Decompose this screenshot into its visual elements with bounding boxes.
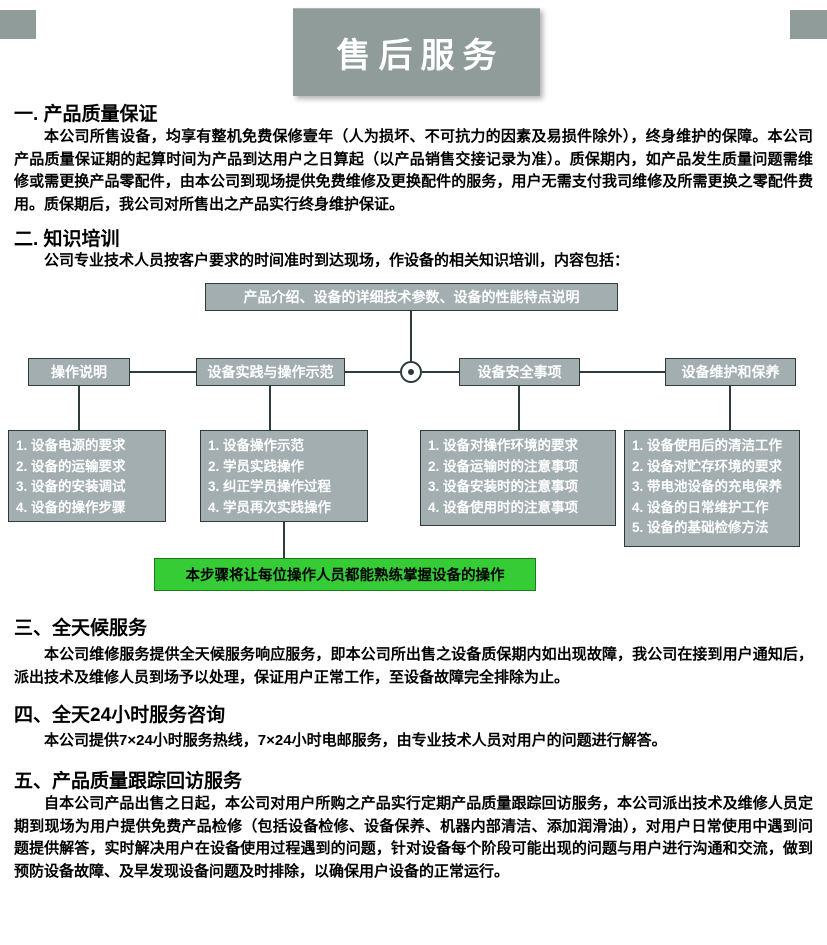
- flow-list-item: 4. 设备的操作步骤: [16, 499, 126, 515]
- training-flowchart: 产品介绍、设备的详细技术参数、设备的性能特点说明 操作说明 设备实践与操作示范 …: [0, 280, 827, 595]
- flow-list-item: 1. 设备对操作环境的要求: [428, 438, 579, 453]
- connector-line: [345, 371, 400, 373]
- flow-list-item: 2. 设备运输时的注意事项: [428, 458, 579, 474]
- connector-line: [130, 371, 196, 373]
- decor-block-right: [790, 10, 827, 39]
- section-1-body: 本公司所售设备，均享有整机免费保修壹年（人为损坏、不可抗力的因素及易损件除外），…: [14, 128, 813, 213]
- junction-node-icon: [400, 361, 422, 383]
- section-3-body: 本公司维修服务提供全天候服务响应服务，即本公司所出售之设备质保期内如出现故障，我…: [14, 646, 813, 686]
- flow-list-item: 1. 设备操作示范: [208, 438, 305, 453]
- page-title: 售后服务: [336, 36, 505, 75]
- connector-line: [410, 311, 412, 361]
- flow-list-item: 4. 设备使用时的注意事项: [428, 499, 579, 515]
- flow-note: 本步骤将让每位操作人员都能熟练掌握设备的操作: [154, 558, 536, 591]
- flow-list-item: 2. 设备的运输要求: [16, 458, 126, 474]
- flow-list: 1. 设备使用后的清洁工作 2. 设备对贮存环境的要求 3. 带电池设备的充电保…: [624, 430, 800, 547]
- flow-list-item: 4. 学员再次实践操作: [208, 499, 332, 515]
- section-1-heading: 一. 产品质量保证: [14, 104, 158, 125]
- flow-list-item: 3. 设备安装时的注意事项: [428, 479, 579, 494]
- flow-list: 1. 设备电源的要求 2. 设备的运输要求 3. 设备的安装调试 4. 设备的操…: [8, 430, 166, 522]
- connector-line: [283, 522, 285, 558]
- flow-list: 1. 设备操作示范 2. 学员实践操作 3. 纠正学员操作过程 4. 学员再次实…: [200, 430, 368, 522]
- flow-list-item: 2. 设备对贮存环境的要求: [632, 458, 783, 474]
- flow-list-item: 3. 设备的安装调试: [16, 479, 126, 494]
- flow-list-item: 4. 设备的日常维护工作: [632, 499, 769, 515]
- section-5-body: 自本公司产品出售之日起，本公司对用户所购之产品实行定期产品质量跟踪回访服务，本公…: [14, 795, 813, 880]
- section-4-body: 本公司提供7×24小时服务热线，7×24小时电邮服务，由专业技术人员对用户的问题…: [44, 732, 667, 749]
- flow-list-item: 5. 设备的基础检修方法: [632, 520, 769, 535]
- decor-block-left: [0, 10, 36, 39]
- flow-list-item: 3. 纠正学员操作过程: [208, 479, 332, 494]
- flow-branch-title: 操作说明: [28, 358, 130, 386]
- flow-branch-title: 设备维护和保养: [665, 358, 796, 386]
- section-2-heading: 二. 知识培训: [14, 229, 120, 250]
- page-title-banner: 售后服务: [293, 8, 540, 96]
- section-2-intro: 公司专业技术人员按客户要求的时间准时到达现场，作设备的相关知识培训，内容包括：: [44, 252, 630, 269]
- connector-line: [422, 371, 459, 373]
- connector-line: [78, 386, 80, 430]
- flow-list: 1. 设备对操作环境的要求 2. 设备运输时的注意事项 3. 设备安装时的注意事…: [420, 430, 616, 526]
- flow-list-item: 1. 设备使用后的清洁工作: [632, 438, 783, 453]
- flow-list-item: 3. 带电池设备的充电保养: [632, 479, 783, 494]
- flow-branch-title: 设备安全事项: [459, 358, 580, 386]
- connector-line: [518, 386, 520, 430]
- connector-line: [269, 386, 271, 430]
- flow-list-item: 2. 学员实践操作: [208, 458, 305, 474]
- connector-line: [729, 386, 731, 430]
- section-5-heading: 五、产品质量跟踪回访服务: [14, 771, 243, 792]
- section-3-heading: 三、全天候服务: [14, 618, 148, 639]
- connector-line: [580, 371, 665, 373]
- flow-list-item: 1. 设备电源的要求: [16, 438, 126, 453]
- flow-root-box: 产品介绍、设备的详细技术参数、设备的性能特点说明: [205, 283, 618, 311]
- section-4-heading: 四、全天24小时服务咨询: [14, 705, 226, 726]
- flow-branch-title: 设备实践与操作示范: [196, 358, 345, 386]
